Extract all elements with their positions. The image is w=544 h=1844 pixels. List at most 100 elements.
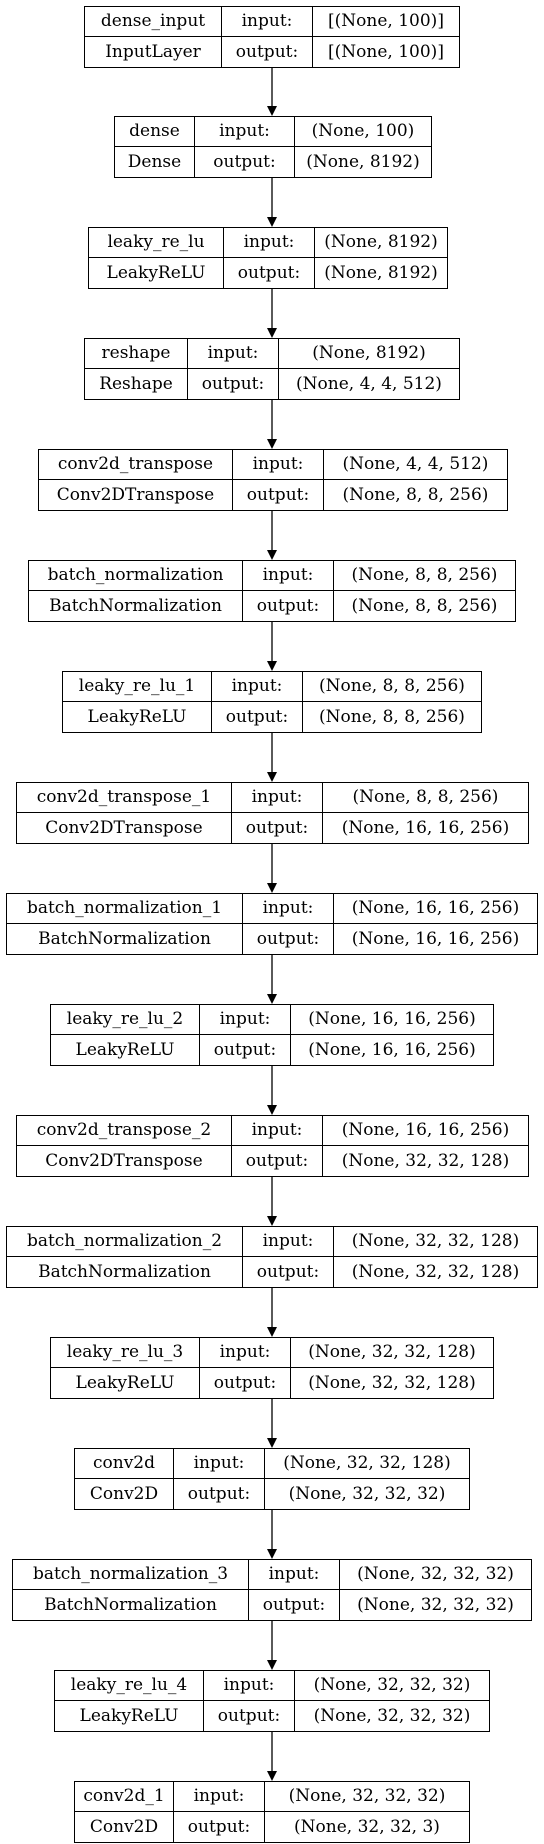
input-shape: (None, 32, 32, 32) [340,1560,531,1590]
output-shape: (None, 8192) [306,151,420,172]
output-shape: (None, 32, 32, 128) [308,1372,476,1393]
input-shape: (None, 100) [295,117,431,147]
layer-name: dense [115,117,195,147]
output-label: output: [232,813,323,843]
layer-name: leaky_re_lu_1 [63,672,212,702]
input-label: input: [174,1782,265,1812]
layer-name: batch_normalization_1 [7,894,243,924]
layer-name: conv2d_1 [75,1782,174,1812]
input-label: input: [232,783,323,813]
output-label: output: [249,1590,340,1620]
output-label: output: [200,1368,291,1398]
input-shape: (None, 16, 16, 256) [323,1116,528,1146]
layer-name: dense_input [85,7,222,37]
output-shape: (None, 4, 4, 512) [296,373,442,394]
output-shape: (None, 8, 8, 256) [342,484,489,505]
input-label: input: [174,1449,265,1479]
output-label: output: [204,1701,295,1731]
input-label: input: [188,339,279,369]
layer-name: leaky_re_lu_4 [55,1671,204,1701]
layer-name: conv2d_transpose [39,450,233,480]
input-shape: (None, 32, 32, 128) [291,1338,493,1368]
output-label: output: [224,258,315,288]
input-label: input: [232,1116,323,1146]
layer-name: batch_normalization [29,561,243,591]
layer-type: Dense [115,147,195,177]
output-shape: (None, 32, 32, 128) [341,1150,510,1171]
input-shape: (None, 32, 32, 32) [265,1782,469,1812]
output-shape: (None, 32, 32, 3) [294,1816,440,1837]
edge-arrow [267,511,277,560]
output-shape: (None, 32, 32, 32) [357,1594,514,1615]
layer-type: InputLayer [85,37,222,67]
input-shape: (None, 8, 8, 256) [303,672,481,702]
input-label: input: [204,1671,295,1701]
edge-arrow [267,844,277,893]
layer-name: conv2d_transpose_2 [17,1116,232,1146]
input-shape: (None, 4, 4, 512) [324,450,507,480]
layer-name: conv2d_transpose_1 [17,783,232,813]
output-shape: (None, 8, 8, 256) [319,706,465,727]
input-shape: (None, 8, 8, 256) [323,783,528,813]
layer-type: BatchNormalization [7,924,243,954]
edge-arrow [267,68,277,116]
input-shape: (None, 8192) [315,228,447,258]
input-shape: (None, 8192) [279,339,459,369]
output-label: output: [243,1257,334,1287]
output-label: output: [188,369,279,399]
layer-type: LeakyReLU [51,1368,200,1398]
layer-type: Conv2D [75,1479,174,1509]
input-label: input: [243,1227,334,1257]
input-shape: (None, 32, 32, 128) [334,1227,537,1257]
output-shape: (None, 32, 32, 32) [288,1483,446,1504]
output-shape: (None, 16, 16, 256) [341,817,510,838]
output-shape: (None, 8192) [324,262,438,283]
input-label: input: [233,450,324,480]
input-label: input: [200,1005,291,1035]
output-shape: [(None, 100)] [328,41,444,62]
edge-arrow [267,1066,277,1115]
output-label: output: [243,591,334,621]
layer-type: Reshape [85,369,188,399]
layer-name: leaky_re_lu_3 [51,1338,200,1368]
layer-name: batch_normalization_3 [13,1560,249,1590]
layer-type: LeakyReLU [55,1701,204,1731]
output-shape: (None, 32, 32, 128) [351,1261,520,1282]
edge-arrow [267,1288,277,1337]
output-shape: (None, 16, 16, 256) [308,1039,476,1060]
layer-type: Conv2D [75,1812,174,1842]
edge-arrow [267,1510,277,1559]
layer-type: LeakyReLU [89,258,224,288]
input-label: input: [224,228,315,258]
output-shape: (None, 16, 16, 256) [351,928,520,949]
input-label: input: [200,1338,291,1368]
input-shape: (None, 16, 16, 256) [334,894,537,924]
input-label: input: [249,1560,340,1590]
layer-type: Conv2DTranspose [39,480,233,510]
output-label: output: [195,147,295,177]
layer-type: BatchNormalization [29,591,243,621]
output-label: output: [174,1812,265,1842]
output-shape: (None, 8, 8, 256) [351,595,498,616]
layer-type: Conv2DTranspose [17,813,232,843]
input-label: input: [212,672,303,702]
layer-name: batch_normalization_2 [7,1227,243,1257]
input-shape: (None, 8, 8, 256) [334,561,515,591]
input-label: input: [243,561,334,591]
input-shape: [(None, 100)] [313,7,459,37]
layer-name: leaky_re_lu_2 [51,1005,200,1035]
layer-name: conv2d [75,1449,174,1479]
output-label: output: [200,1035,291,1065]
input-label: input: [243,894,334,924]
